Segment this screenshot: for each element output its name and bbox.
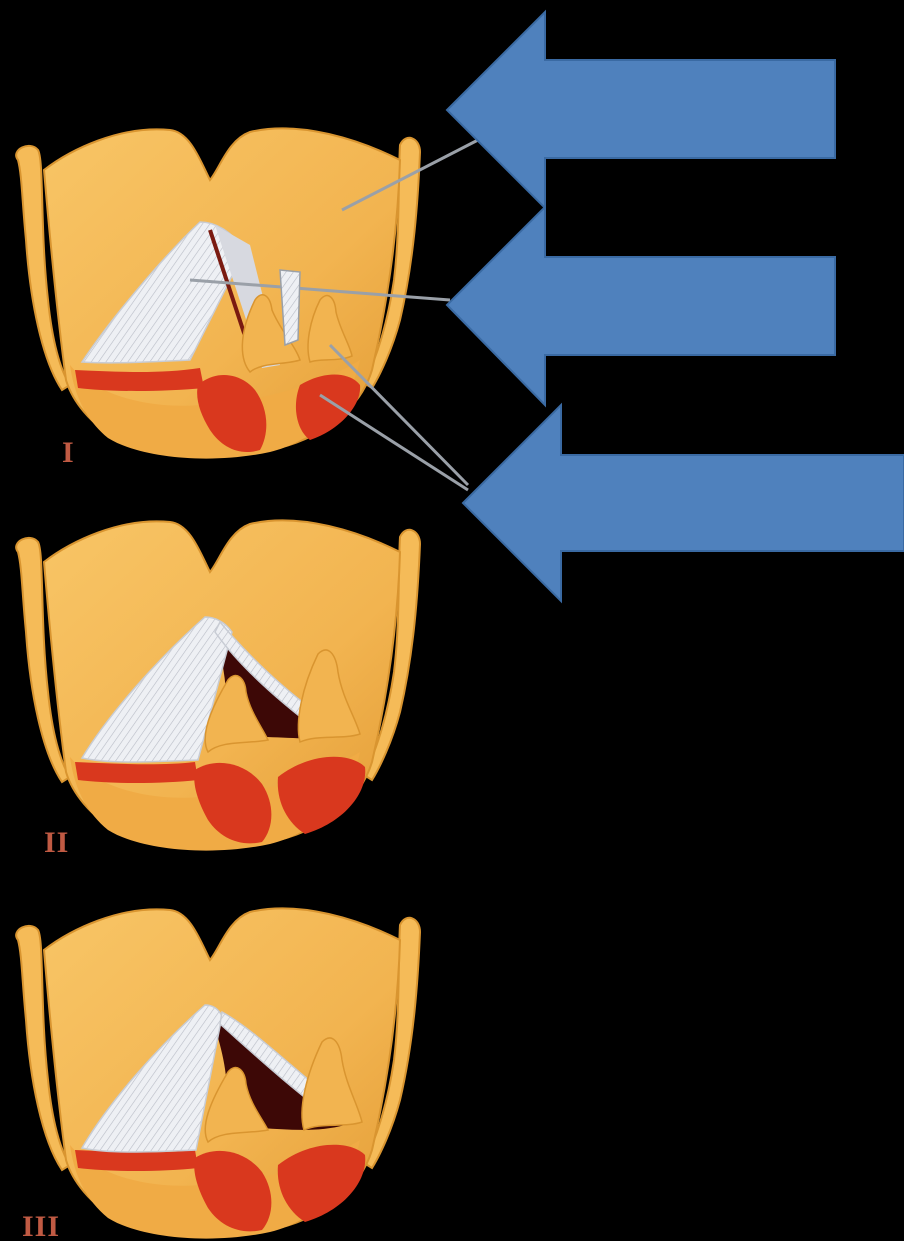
muscle-band-left <box>75 1150 198 1171</box>
numeral-label-1: I <box>62 436 75 469</box>
left-arrow-3 <box>463 405 904 601</box>
left-arrow-2 <box>447 207 835 405</box>
numeral-label-2: II <box>44 826 69 859</box>
numeral-label-3: III <box>22 1210 60 1241</box>
muscle-band-left <box>75 762 198 783</box>
left-arrow-1 <box>447 12 835 208</box>
panel-2 <box>16 520 420 850</box>
panel-3 <box>16 908 420 1238</box>
panel-1 <box>16 128 478 490</box>
muscle-lower-right <box>296 374 360 440</box>
